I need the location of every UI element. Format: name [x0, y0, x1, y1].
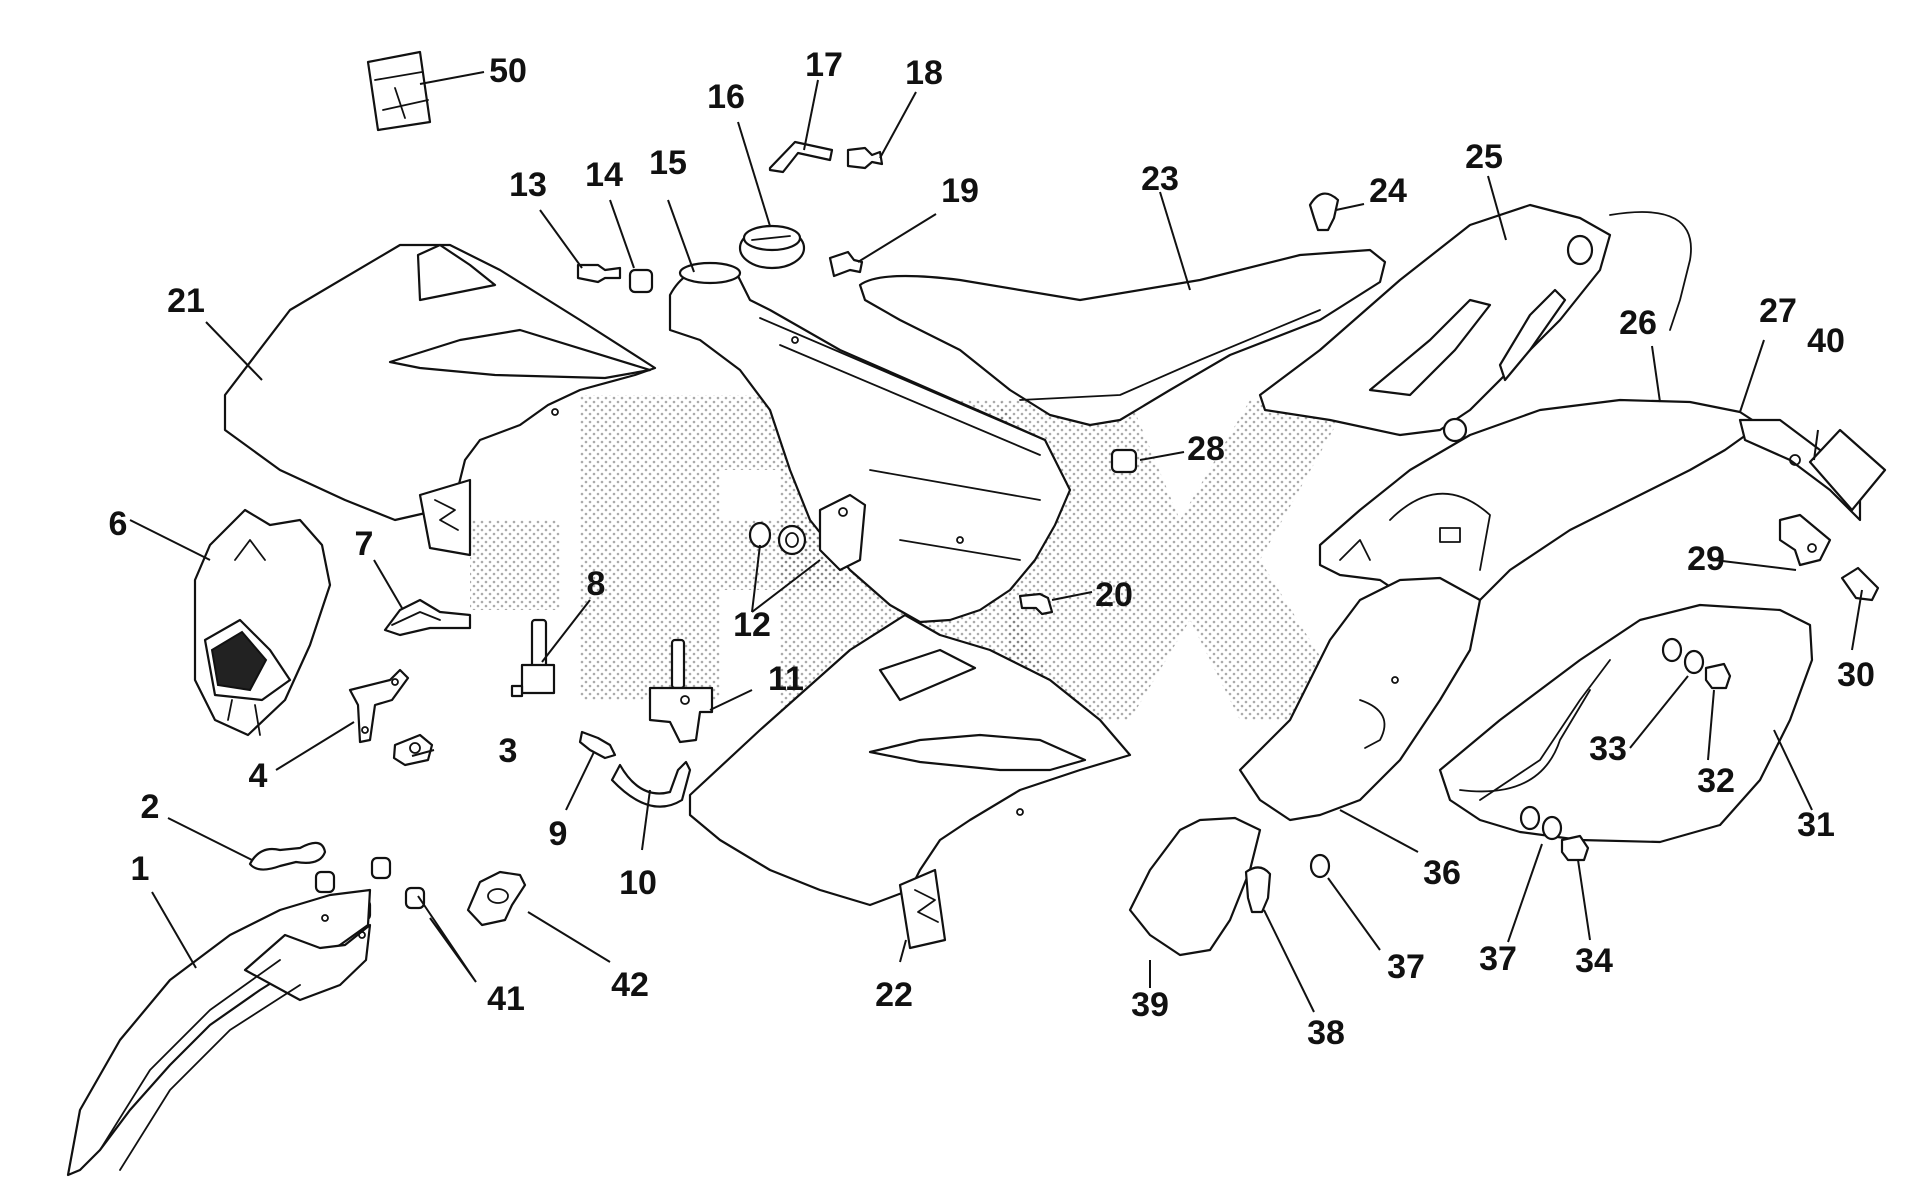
part-37-washer [1309, 853, 1331, 879]
callout-39: 39 [1131, 986, 1169, 1024]
part-21-left-shroud [223, 243, 657, 557]
part-38-plug [1244, 866, 1272, 914]
part-33-washers [1661, 637, 1705, 675]
part-42-fender-clamp [466, 870, 527, 927]
callout-40: 40 [1807, 322, 1845, 360]
part-36-mud-flap [1238, 576, 1482, 822]
callout-32: 32 [1697, 762, 1735, 800]
part-10-hose [610, 760, 692, 808]
callout-17: 17 [805, 46, 843, 84]
part-27-tail-bracket [1738, 418, 1862, 522]
callout-22: 22 [875, 976, 913, 1014]
callout-50: 50 [489, 52, 527, 90]
part-19-bolt [828, 250, 864, 278]
callout-29: 29 [1687, 540, 1725, 578]
callout-28: 28 [1187, 430, 1225, 468]
part-32-bolt [1704, 662, 1732, 690]
callout-41: 41 [487, 980, 525, 1018]
callout-37-left: 37 [1387, 948, 1425, 986]
part-6-headlight-mask [193, 508, 332, 737]
callout-14: 14 [585, 156, 623, 194]
callout-12: 12 [733, 606, 771, 644]
callout-18: 18 [905, 54, 943, 92]
part-8-fuel-tap [510, 618, 556, 698]
callout-24: 24 [1369, 172, 1407, 210]
callout-21: 21 [167, 282, 205, 320]
callout-31: 31 [1797, 806, 1835, 844]
part-22-right-shroud [688, 613, 1132, 950]
callout-20: 20 [1095, 576, 1133, 614]
part-23-seat [858, 248, 1387, 427]
part-14-cap [628, 268, 654, 294]
callout-7: 7 [355, 525, 374, 563]
part-2-clip [248, 841, 327, 871]
part-24-plug [1308, 192, 1340, 232]
callout-4: 4 [249, 757, 268, 795]
part-4-bracket [348, 668, 410, 744]
callout-3: 3 [499, 732, 518, 770]
part-16-fuel-cap [738, 224, 806, 270]
callout-2: 2 [141, 788, 160, 826]
callout-30: 30 [1837, 656, 1875, 694]
part-30-bracket [1840, 566, 1880, 602]
callout-13: 13 [509, 166, 547, 204]
part-1-front-fender [66, 888, 372, 1177]
callout-42: 42 [611, 966, 649, 1004]
part-50-label-bag [366, 50, 432, 132]
part-9-hose-fitting [578, 730, 617, 760]
callout-36: 36 [1423, 854, 1461, 892]
part-39-side-flap [1128, 816, 1262, 957]
callout-37-right: 37 [1479, 940, 1517, 978]
part-17-vent-hose [768, 140, 834, 174]
callout-25: 25 [1465, 138, 1503, 176]
part-15-fuel-tank [668, 261, 1072, 624]
callout-26: 26 [1619, 304, 1657, 342]
part-25-airbox-cover [1258, 203, 1692, 443]
part-34-bolt [1560, 834, 1590, 862]
part-18-vent-valve [846, 146, 884, 170]
callout-27: 27 [1759, 292, 1797, 330]
callout-6: 6 [109, 505, 128, 543]
part-13-fitting [576, 263, 622, 284]
callout-38: 38 [1307, 1014, 1345, 1052]
callout-34: 34 [1575, 942, 1613, 980]
part-20-bolt [1018, 592, 1054, 616]
callout-16: 16 [707, 78, 745, 116]
callout-33: 33 [1589, 730, 1627, 768]
part-28-spacer [1110, 448, 1138, 474]
part-40-plate [1808, 428, 1887, 512]
callout-labels: 1 2 3 4 6 7 8 9 10 11 12 13 14 15 16 17 … [109, 46, 1875, 1052]
callout-9: 9 [549, 815, 568, 853]
part-12-grommets [748, 521, 807, 556]
part-7-clamp [383, 598, 472, 637]
callout-8: 8 [587, 565, 606, 603]
callout-19: 19 [941, 172, 979, 210]
part-29-bracket [1778, 513, 1832, 567]
part-3-clip [392, 733, 434, 767]
callout-1: 1 [131, 850, 150, 888]
callout-11: 11 [768, 660, 804, 698]
callout-15: 15 [649, 144, 687, 182]
part-37-washer-lower [1519, 805, 1563, 841]
part-31-side-panel [1438, 603, 1814, 844]
callout-23: 23 [1141, 160, 1179, 198]
leader-lines [129, 71, 1863, 1013]
part-11-fuel-valve [648, 638, 714, 744]
callout-10: 10 [619, 864, 657, 902]
